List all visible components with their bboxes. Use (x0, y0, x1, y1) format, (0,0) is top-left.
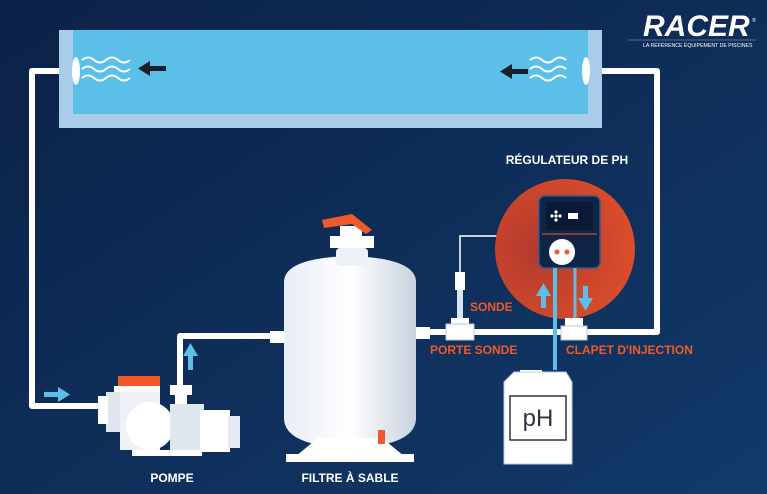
brand-registered: ® (752, 17, 756, 24)
filter-icon (284, 256, 416, 448)
pipe-suction (29, 68, 100, 409)
flow-arrow-icon (44, 387, 70, 402)
pipe-pump-filter (177, 333, 284, 385)
pipes (29, 68, 660, 409)
tank-label: pH (523, 405, 554, 432)
valve-handle (322, 214, 372, 234)
flow-arrow-icon (138, 61, 166, 76)
probe: SONDE (451, 272, 513, 326)
flow-arrow-icon (500, 64, 528, 79)
pool-outlet (72, 57, 80, 85)
wave-icon (81, 56, 131, 82)
peristaltic-pump-icon (549, 239, 575, 265)
ph-tank: pH (503, 370, 573, 465)
pool-inlet (582, 57, 590, 85)
brand-logo: RACER ® LA RÉFÉRENCE ÉQUIPEMENT DE PISCI… (628, 10, 756, 49)
wave-icon (529, 56, 567, 82)
multiport-valve (330, 236, 374, 248)
filter-label: FILTRE À SABLE (301, 470, 398, 485)
probe-label: SONDE (470, 300, 513, 314)
injection-valve: CLAPET D'INJECTION (560, 318, 693, 357)
flow-arrow-icon (578, 286, 593, 311)
brand-tagline: LA RÉFÉRENCE ÉQUIPEMENT DE PISCINES (643, 42, 753, 49)
probe-holder-label: PORTE SONDE (430, 343, 517, 357)
sand-filter: FILTRE À SABLE (270, 214, 430, 485)
injection-valve-label: CLAPET D'INJECTION (566, 343, 693, 357)
pump: POMPE (98, 376, 240, 485)
probe-holder: PORTE SONDE (430, 323, 517, 357)
drain-plug (378, 430, 385, 444)
ph-regulator: RÉGULATEUR DE PH (495, 152, 635, 370)
tank-label-box (509, 395, 567, 441)
regulator-label: RÉGULATEUR DE PH (506, 152, 628, 167)
pool (59, 30, 602, 128)
brand-name: RACER (643, 10, 750, 43)
flow-arrow-icon (183, 343, 198, 370)
flow-arrow-icon (536, 283, 551, 308)
pipe-return (420, 68, 660, 335)
pump-label: POMPE (150, 471, 193, 485)
